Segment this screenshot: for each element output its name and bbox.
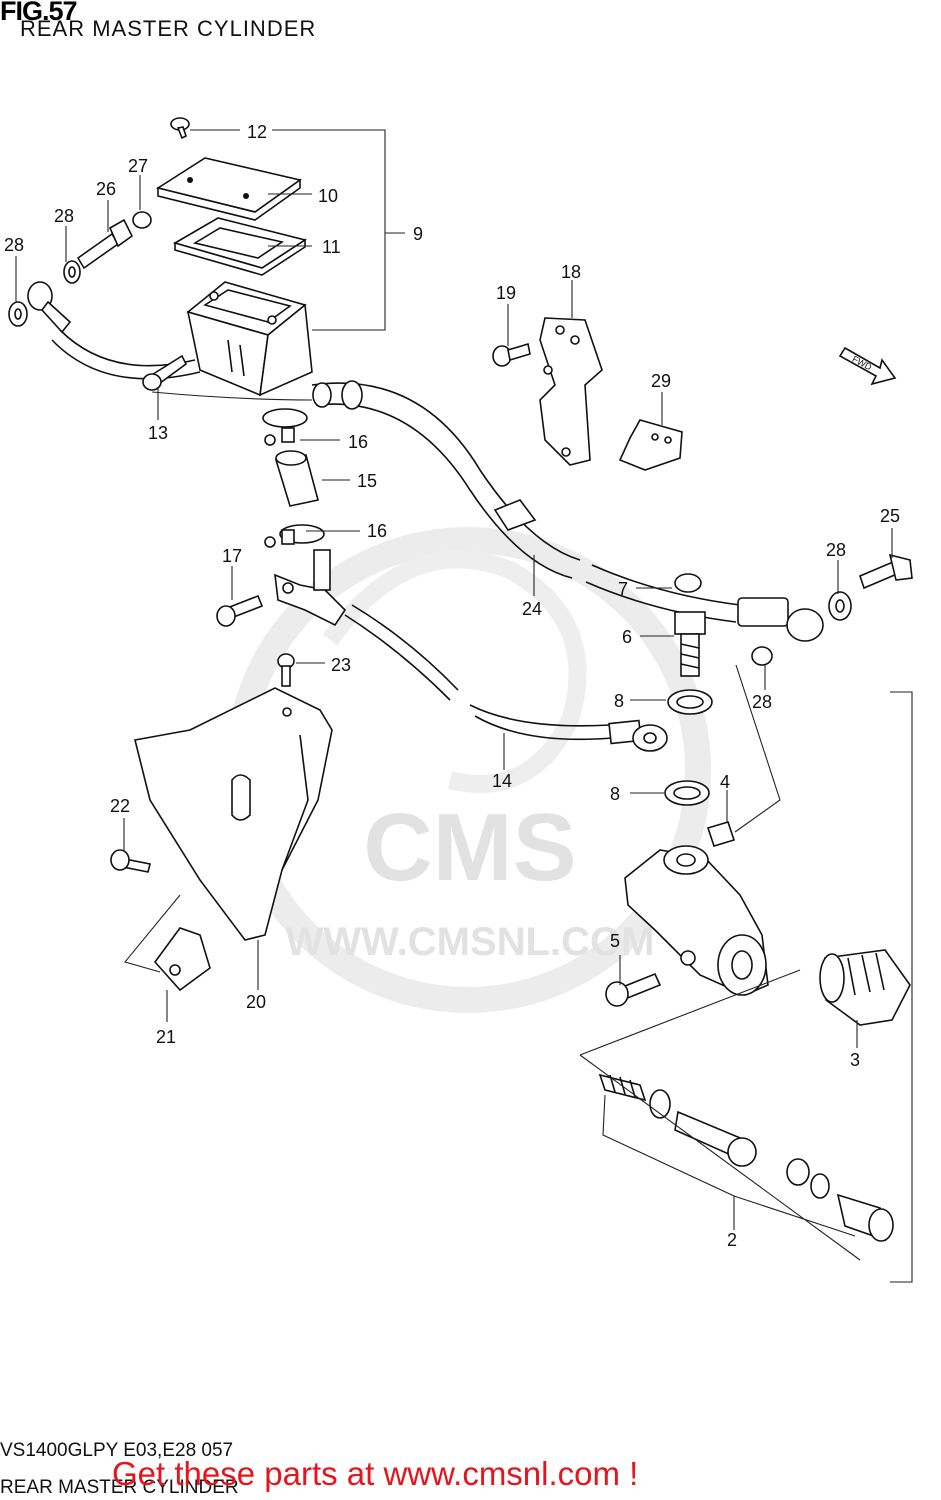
callout-28-d: 28 xyxy=(752,692,772,712)
fwd-arrow-icon: FWD xyxy=(838,346,897,386)
figure-number: FIG.57 xyxy=(0,0,78,26)
callouts: 12 27 26 10 28 9 28 11 18 19 29 13 16 15… xyxy=(4,122,900,1250)
callout-3: 3 xyxy=(850,1050,860,1070)
part-3-boot[interactable] xyxy=(819,949,911,1026)
part-11-diaphragm[interactable] xyxy=(172,217,307,276)
callout-24: 24 xyxy=(522,599,542,619)
part-20-cover[interactable] xyxy=(134,687,333,941)
part-22-bolt[interactable] xyxy=(110,849,151,873)
part-26-bolt[interactable] xyxy=(76,218,134,270)
part-5-bolt[interactable] xyxy=(605,972,662,1007)
part-9-reservoir-body[interactable] xyxy=(186,281,313,397)
part-10-reservoir-cap[interactable] xyxy=(155,157,302,221)
part-16-clamp-b[interactable] xyxy=(264,524,325,548)
callout-8-a: 8 xyxy=(614,691,624,711)
part-21-bracket[interactable] xyxy=(153,927,211,992)
callout-26: 26 xyxy=(96,179,116,199)
part-8-washer-a[interactable] xyxy=(667,689,713,715)
callout-28-c: 28 xyxy=(826,540,846,560)
part-16-clamp-a[interactable] xyxy=(262,408,308,446)
callout-10: 10 xyxy=(318,186,338,206)
part-29-bracket[interactable] xyxy=(618,419,683,471)
callout-28-a: 28 xyxy=(54,206,74,226)
callout-12: 12 xyxy=(247,122,267,142)
hose-reservoir-left xyxy=(27,281,201,380)
part-23-bolt[interactable] xyxy=(277,653,295,687)
part-4-clip[interactable] xyxy=(706,821,736,847)
part-13-bolt[interactable] xyxy=(142,354,188,391)
page-title: REAR MASTER CYLINDER xyxy=(20,16,317,41)
callout-22: 22 xyxy=(110,796,130,816)
part-17-bolt[interactable] xyxy=(216,594,264,627)
callout-5: 5 xyxy=(610,931,620,951)
callout-21: 21 xyxy=(156,1027,176,1047)
part-12-screw[interactable] xyxy=(170,117,190,140)
hose-right xyxy=(585,564,824,642)
callout-25: 25 xyxy=(880,506,900,526)
callout-8-b: 8 xyxy=(610,784,620,804)
part-28-washer-c[interactable] xyxy=(828,591,852,621)
callout-2: 2 xyxy=(727,1230,737,1250)
callout-28-b: 28 xyxy=(4,235,24,255)
callout-29: 29 xyxy=(651,371,671,391)
part-6-union[interactable] xyxy=(674,611,706,677)
callout-6: 6 xyxy=(622,627,632,647)
callout-14: 14 xyxy=(492,771,512,791)
part-7-cap[interactable] xyxy=(674,573,702,593)
part-25-bolt[interactable] xyxy=(859,553,913,590)
cms-watermark: CMS WWW.CMSNL.COM xyxy=(225,527,711,1013)
callout-16-a: 16 xyxy=(348,432,368,452)
watermark-brand: CMS xyxy=(363,794,576,901)
callout-4: 4 xyxy=(720,772,730,792)
callout-13: 13 xyxy=(148,423,168,443)
callout-23: 23 xyxy=(331,655,351,675)
part-28-washer-a[interactable] xyxy=(63,260,81,284)
callout-17: 17 xyxy=(222,546,242,566)
cta-link[interactable]: Get these parts at www.cmsnl.com ! xyxy=(112,1455,639,1492)
callout-7: 7 xyxy=(618,579,628,599)
part-2-piston-kit[interactable] xyxy=(598,1073,894,1242)
part-27-cap[interactable] xyxy=(132,211,152,229)
part-28-washer-d[interactable] xyxy=(751,646,773,666)
callout-19: 19 xyxy=(496,283,516,303)
callout-27: 27 xyxy=(128,156,148,176)
hose-bracket xyxy=(274,549,347,627)
leader-lines xyxy=(15,129,913,1283)
callout-18: 18 xyxy=(561,262,581,282)
callout-16-b: 16 xyxy=(367,521,387,541)
part-19-bolt[interactable] xyxy=(492,342,531,367)
footer-subtitle: REAR MASTER CYLINDER xyxy=(0,1477,239,1498)
part-15-hose-sleeve[interactable] xyxy=(274,450,319,507)
part-18-bracket[interactable] xyxy=(539,317,603,466)
part-24-hose[interactable] xyxy=(311,380,581,579)
part-8-washer-b[interactable] xyxy=(664,780,710,806)
part-14-hose[interactable] xyxy=(344,604,668,752)
master-cylinder-body[interactable] xyxy=(624,845,769,996)
part-28-washer-b[interactable] xyxy=(8,301,28,327)
callout-20: 20 xyxy=(246,992,266,1012)
callout-15: 15 xyxy=(357,471,377,491)
watermark-url: WWW.CMSNL.COM xyxy=(286,920,655,964)
model-code: VS1400GLPY E03,E28 057 xyxy=(0,1440,234,1461)
callout-11: 11 xyxy=(322,237,341,257)
callout-9: 9 xyxy=(413,224,423,244)
